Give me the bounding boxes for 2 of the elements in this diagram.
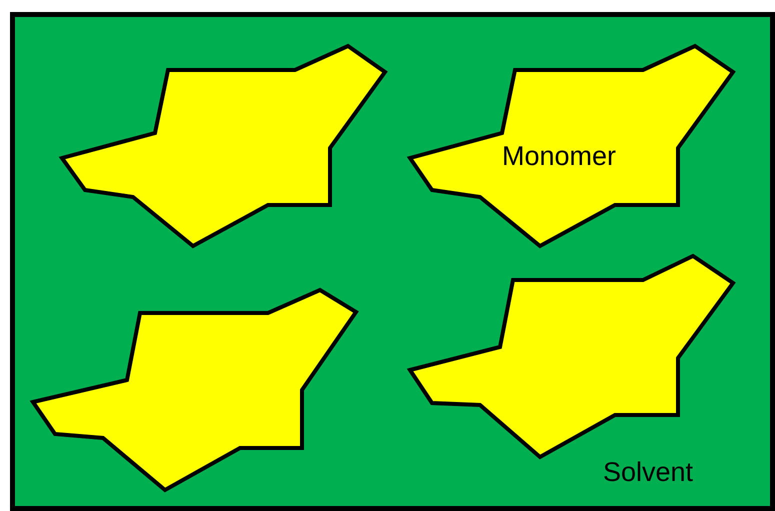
shape-label: Monomer — [502, 143, 616, 170]
shape-label: Solvent — [603, 459, 694, 486]
